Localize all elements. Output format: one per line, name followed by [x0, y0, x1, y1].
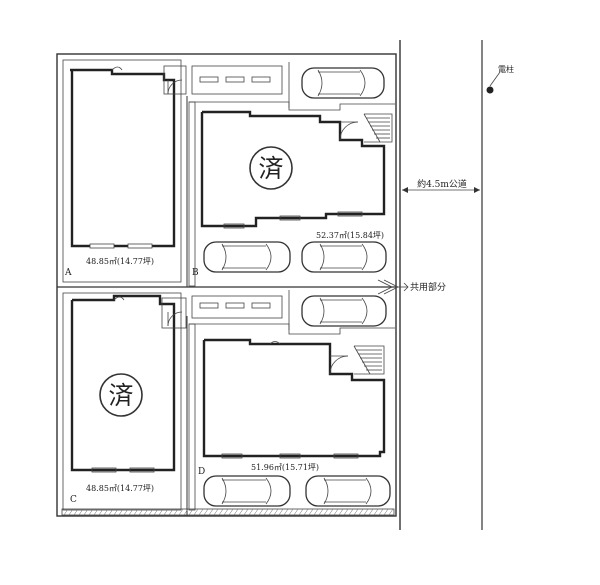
car [305, 475, 391, 507]
car [203, 241, 291, 273]
utility-pole-label: 電柱 [498, 64, 514, 74]
sold-mark-c: 済 [99, 373, 143, 417]
shared-area-label: 共用部分 [410, 281, 446, 293]
lot-d-label: D [198, 467, 205, 477]
sold-mark-b: 済 [249, 146, 293, 190]
lot-a-label: A [64, 268, 72, 278]
bottom-hatch [63, 508, 394, 516]
sold-mark-c-text: 済 [108, 381, 133, 410]
lot-d-building [188, 290, 395, 511]
road-label: 約4.5m公道 [417, 178, 467, 190]
lot-b-building [188, 62, 395, 287]
shared-area-marker: 共用部分 [377, 279, 446, 295]
lot-c-area: 48.85㎡(14.77坪) [86, 484, 154, 493]
road-width-dimension: 約4.5m公道 [402, 177, 480, 193]
lot-c-label: C [70, 495, 77, 505]
sold-mark-b-text: 済 [258, 154, 283, 183]
lot-a-building [70, 65, 187, 249]
car [301, 295, 387, 327]
lot-b-label: B [192, 268, 199, 278]
utility-pole: 電柱 [486, 64, 514, 94]
lot-a-area: 48.85㎡(14.77坪) [86, 257, 154, 266]
car [203, 475, 291, 507]
site-boundary [56, 53, 397, 517]
car [301, 67, 385, 99]
lot-d-area: 51.96㎡(15.71坪) [251, 463, 319, 472]
lot-b-area: 52.37㎡(15.84坪) [316, 231, 384, 240]
car [301, 241, 387, 273]
lot-c-building [70, 294, 187, 473]
